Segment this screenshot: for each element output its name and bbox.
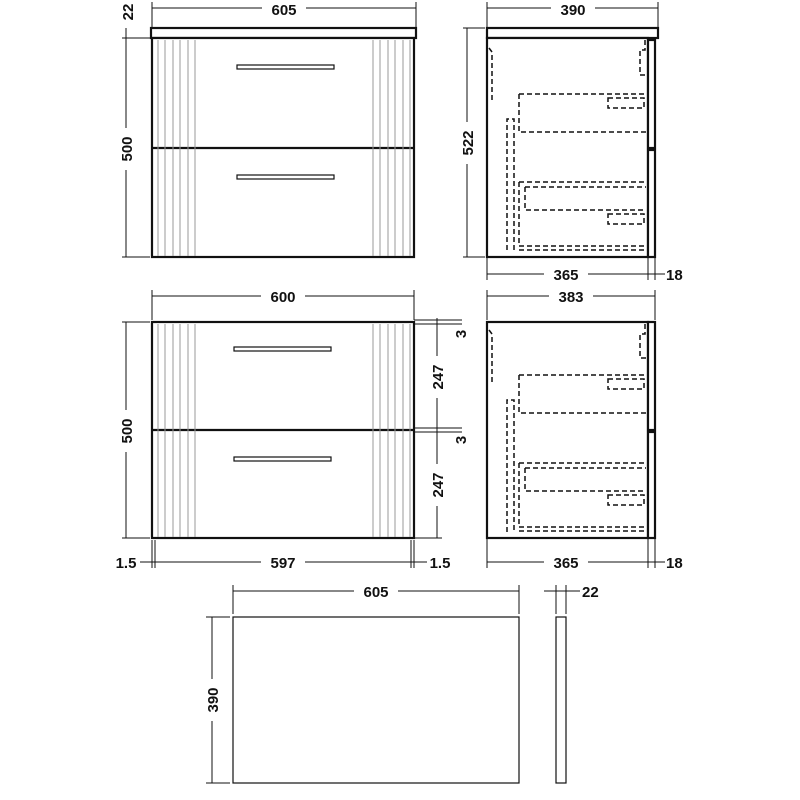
dim-top-22: 22 bbox=[120, 4, 137, 21]
drawer-handle bbox=[233, 456, 332, 462]
dim-gap-3: 3 bbox=[453, 436, 470, 444]
dim-gap-3: 3 bbox=[453, 330, 470, 338]
dim-carcass-365: 365 bbox=[553, 267, 578, 284]
fluting bbox=[157, 40, 411, 256]
dim-height-500: 500 bbox=[119, 418, 136, 443]
worktop-edge bbox=[555, 616, 567, 784]
dim-worktop-22: 22 bbox=[582, 584, 599, 601]
dim-side-1.5: 1.5 bbox=[430, 555, 451, 572]
dim-side-1.5: 1.5 bbox=[116, 555, 137, 572]
dim-depth-390: 390 bbox=[560, 2, 585, 19]
dim-inner-597: 597 bbox=[270, 555, 295, 572]
dim-width-605: 605 bbox=[271, 2, 296, 19]
side-view-unit: 383 365 18 bbox=[485, 288, 683, 572]
drawer-handle bbox=[233, 346, 332, 352]
dim-drawer-247: 247 bbox=[430, 364, 447, 389]
drawer-handle bbox=[236, 174, 335, 180]
fluting bbox=[157, 324, 411, 537]
front-view-unit: 600 500 3 247 3 247 1.5 597 1.5 bbox=[113, 288, 470, 572]
dim-front-18: 18 bbox=[666, 267, 683, 284]
side-view-with-top: 390 522 365 18 bbox=[459, 0, 683, 284]
dim-carcass-365: 365 bbox=[553, 555, 578, 572]
dim-worktop-390: 390 bbox=[205, 687, 222, 712]
worktop-views: 605 390 22 bbox=[205, 583, 599, 784]
front-view-with-top: 605 22 500 bbox=[119, 0, 418, 259]
dim-depth-383: 383 bbox=[558, 289, 583, 306]
dim-width-600: 600 bbox=[270, 289, 295, 306]
dim-height-500: 500 bbox=[119, 136, 136, 161]
dim-front-18: 18 bbox=[666, 555, 683, 572]
dim-height-522: 522 bbox=[460, 130, 477, 155]
worktop-plan bbox=[232, 616, 520, 784]
drawer-handle bbox=[236, 64, 335, 70]
dim-drawer-247: 247 bbox=[430, 472, 447, 497]
dim-worktop-605: 605 bbox=[363, 584, 388, 601]
